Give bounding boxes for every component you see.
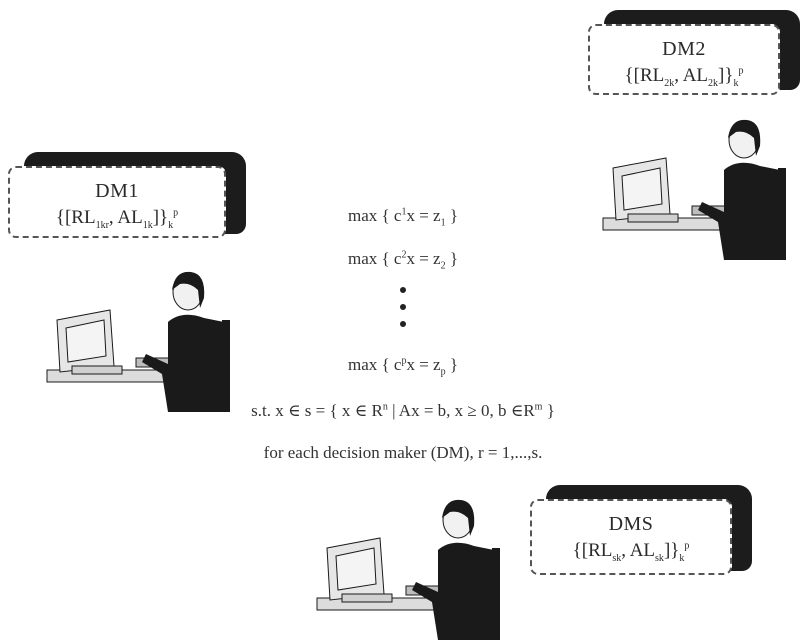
dms-box: DMS {[RLsk, ALsk]}kp (530, 485, 752, 575)
objective-p: max { cpx = zp } (347, 355, 459, 378)
dm1-person-at-computer-icon (46, 271, 230, 412)
constraint-line: s.t. x ∈ s = { x ∈ Rn | Ax = b, x ≥ 0, b… (251, 401, 555, 420)
dm2-title: DM2 (662, 38, 706, 60)
dm2-box: DM2 {[RL2k, AL2k]}kp (588, 10, 800, 95)
dm2-person-at-computer-icon (602, 119, 786, 260)
dm2-set-label: {[RL2k, AL2k]}kp (624, 65, 744, 89)
objective-2: max { c2x = z2 } (347, 249, 459, 272)
dm1-set-label: {[RL1kr, AL1k]}kp (55, 207, 179, 231)
dm1-box: DM1 {[RL1kr, AL1k]}kp (8, 152, 246, 238)
dms-person-at-computer-icon (316, 499, 500, 640)
decision-maker-note: for each decision maker (DM), r = 1,...,… (263, 443, 543, 462)
dms-title: DMS (608, 513, 654, 535)
vertical-ellipsis (399, 287, 407, 338)
dms-set-label: {[RLsk, ALsk]}kp (572, 540, 690, 564)
objective-1: max { c1x = z1 } (347, 206, 459, 229)
dm1-title: DM1 (95, 180, 139, 202)
